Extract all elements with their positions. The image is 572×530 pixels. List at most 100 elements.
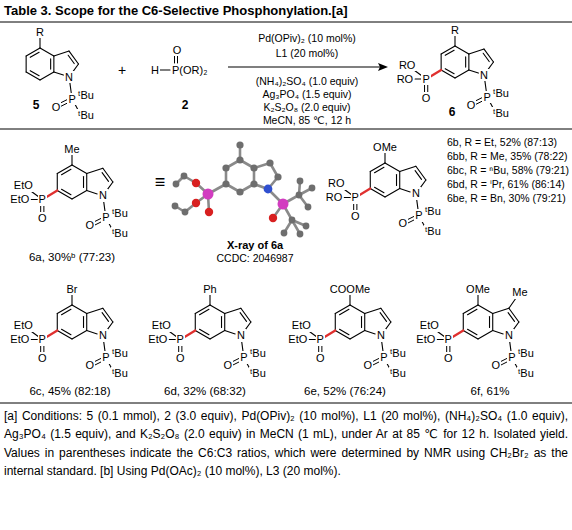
- alkoxy-label: EtO: [291, 319, 312, 332]
- atom-label: P: [482, 91, 491, 104]
- ccdc-number: CCDC: 2046987: [215, 252, 294, 264]
- xray-atom: [172, 203, 179, 210]
- substituent-label: OMe: [465, 283, 491, 296]
- alkoxy-label: EtO: [147, 333, 168, 346]
- tbu-label: ᵗBu: [249, 367, 267, 380]
- double-bond-line: [200, 309, 209, 314]
- bond-line: [400, 166, 416, 171]
- condition-text: (NH₄)₂SO₄ (1.0 equiv): [255, 75, 360, 87]
- tbu-label: ᵗBu: [111, 347, 129, 360]
- double-bond-line: [102, 173, 108, 182]
- double-bond-line: [62, 329, 71, 334]
- bond-line: [416, 166, 426, 180]
- bond-line: [57, 331, 72, 340]
- bond-line: [71, 295, 72, 305]
- xray-atom: [222, 164, 229, 171]
- bond-line: [385, 189, 400, 198]
- substituent-label: R: [35, 26, 45, 39]
- tbu-label: ᵗBu: [77, 109, 95, 122]
- xray-atom: [250, 180, 257, 187]
- alkoxy-label: RO: [325, 191, 344, 204]
- bond-line: [210, 305, 225, 314]
- xray-oxygen: [192, 179, 200, 187]
- bond-line: [415, 78, 421, 79]
- condition-text: Ag₃PO₄ (1.5 equiv): [261, 88, 352, 100]
- bond-line: [39, 38, 40, 48]
- double-bond-line: [30, 71, 39, 76]
- atom-label: P: [421, 73, 430, 86]
- double-bond-line: [102, 313, 108, 322]
- xray-atom: [236, 156, 243, 163]
- compound-yield: 6bd, R = ⁱPr, 61% (86:14): [446, 178, 566, 190]
- atom-label: O: [443, 352, 454, 365]
- xray-atom: [236, 188, 243, 195]
- atom-label: P: [176, 333, 185, 346]
- xray-atom: [303, 223, 310, 230]
- atom-label: O: [363, 359, 374, 372]
- double-bond-line: [340, 329, 349, 334]
- atom-label: P: [38, 193, 47, 206]
- tbu-label: ᵗBu: [77, 89, 95, 102]
- tbu-label: ᵗBu: [389, 367, 407, 380]
- bond-line: [40, 48, 54, 56]
- atom-label: P: [316, 333, 325, 346]
- atom-label: P: [351, 191, 360, 204]
- bond-line: [26, 56, 27, 72]
- bond-line: [469, 49, 484, 54]
- substituent-label: OMe: [372, 141, 398, 154]
- bond-line: [71, 155, 72, 165]
- double-bond-line: [396, 175, 397, 186]
- xray-atom: [281, 230, 288, 237]
- bond-line: [400, 189, 410, 192]
- atom-label: N: [504, 329, 514, 342]
- double-bond-line: [468, 329, 477, 334]
- plus-sign: +: [117, 62, 127, 78]
- xray-caption: X-ray of 6a: [226, 239, 284, 252]
- bond-line: [242, 342, 243, 352]
- compound-number: 2: [181, 99, 190, 113]
- bond-line: [72, 165, 87, 174]
- xray-atoms: [172, 141, 316, 237]
- alkoxy-label: EtO: [151, 319, 172, 332]
- tbu-label: ᵗBu: [389, 347, 407, 360]
- double-bond-line: [465, 57, 466, 67]
- bond-line: [241, 308, 251, 322]
- bond-line: [47, 331, 58, 337]
- bond-line: [485, 81, 486, 91]
- substituent-label: Ph: [202, 283, 217, 296]
- bond-line: [69, 51, 78, 64]
- atom-label: O: [350, 210, 361, 223]
- bond-line: [478, 331, 493, 340]
- bond-line: [87, 308, 103, 313]
- bond-line: [209, 295, 210, 305]
- atom-label: P: [507, 351, 516, 364]
- bond-line: [26, 48, 40, 56]
- tbu-label: ᵗBu: [492, 87, 510, 100]
- xray-oxygen: [205, 208, 213, 216]
- double-bond-line: [483, 53, 489, 61]
- atom-label: N: [479, 69, 489, 82]
- atom-label: O: [37, 352, 48, 365]
- bond-line: [31, 199, 37, 200]
- bond-line: [382, 342, 383, 352]
- bond-line: [86, 314, 87, 331]
- bond-line: [86, 174, 87, 191]
- double-bond-line: [340, 309, 349, 314]
- double-bond-line: [468, 309, 477, 314]
- bond-line: [381, 308, 391, 322]
- bond-line: [509, 308, 519, 322]
- double-bond-line: [177, 56, 178, 63]
- bond-line: [335, 314, 336, 331]
- atom-label: H: [150, 64, 160, 77]
- atom-label: O: [398, 217, 409, 230]
- bond-line: [350, 305, 365, 314]
- compound-yield: 6bc, R = ⁿBu, 58% (79:21): [446, 164, 570, 176]
- atom-label: O: [466, 99, 477, 112]
- xray-atom: [173, 181, 180, 188]
- atom-label: O: [315, 352, 326, 365]
- double-bond-line: [200, 329, 209, 334]
- bond-line: [54, 72, 64, 75]
- bond-line: [454, 36, 455, 46]
- bond-line: [370, 163, 385, 172]
- bond-line: [350, 331, 365, 340]
